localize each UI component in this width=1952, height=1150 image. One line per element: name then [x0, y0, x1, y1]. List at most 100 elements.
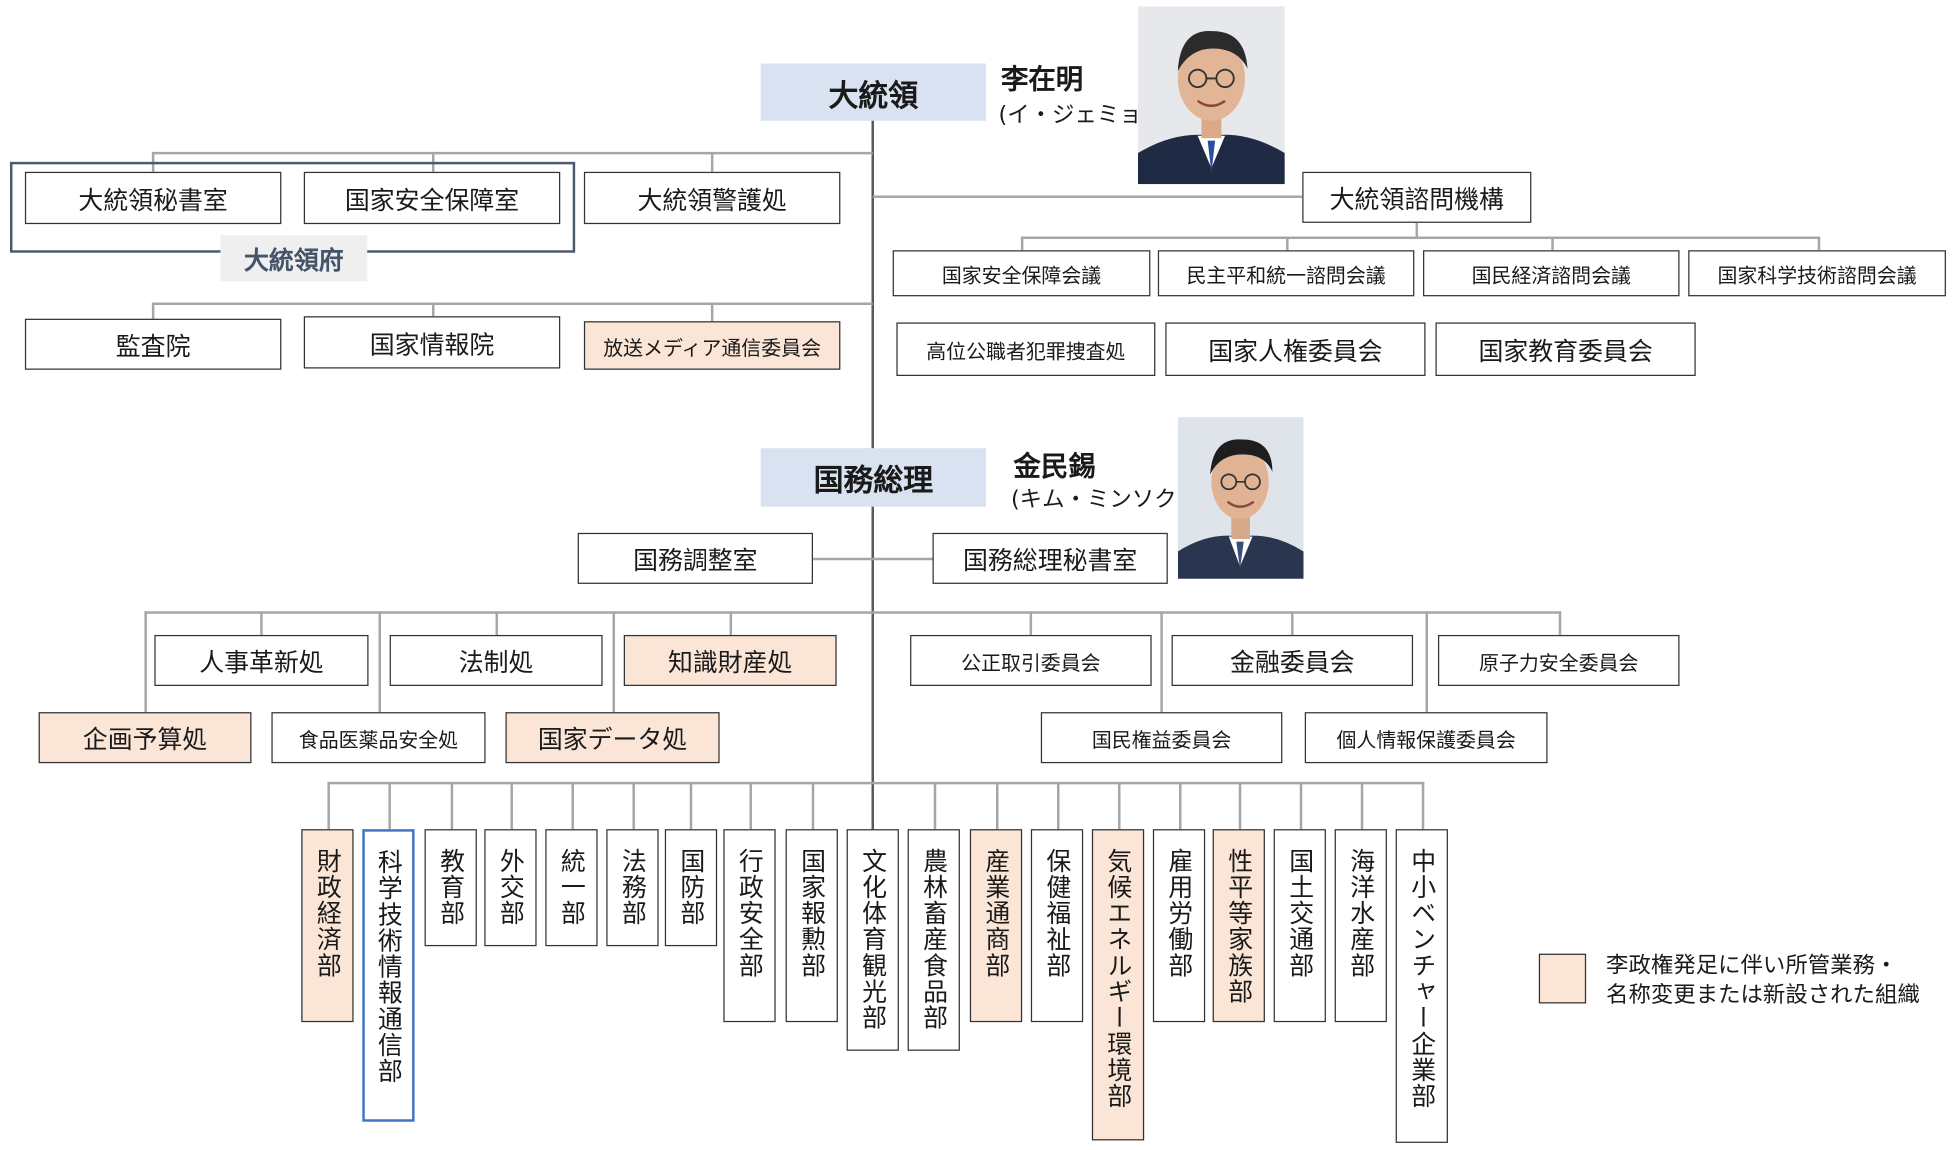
- dept-label: 外交部: [495, 847, 526, 927]
- dept-unification: 統一部: [545, 829, 598, 947]
- connector: [729, 611, 733, 635]
- dept-label: 統一部: [556, 847, 587, 927]
- connector: [710, 302, 714, 323]
- connector: [1299, 781, 1303, 830]
- ministry-planning-budget: 企画予算処: [38, 712, 252, 764]
- connector: [1020, 236, 1821, 240]
- connector: [689, 781, 693, 830]
- connector: [151, 302, 155, 320]
- council-science-technology: 国家科学技術諮問会議: [1688, 250, 1946, 297]
- connector: [495, 611, 498, 635]
- president-title: 大統領: [760, 63, 987, 121]
- advisory-bodies: 大統領諮問機構: [1302, 171, 1532, 223]
- connector: [144, 611, 147, 713]
- dept-label: 国家報勲部: [796, 847, 827, 979]
- connector: [1360, 781, 1364, 830]
- education-commission: 国家教育委員会: [1435, 322, 1696, 376]
- connector: [378, 611, 381, 713]
- national-security-office: 国家安全保障室: [303, 171, 561, 225]
- connector: [812, 557, 933, 561]
- dept-label: 保健福祉部: [1042, 847, 1072, 979]
- financial-services-commission: 金融委員会: [1171, 634, 1414, 686]
- connector: [510, 781, 513, 830]
- dept-foreign-affairs: 外交部: [484, 829, 537, 947]
- dept-employment-labor: 雇用労働部: [1152, 829, 1206, 1023]
- connector: [632, 781, 635, 830]
- connector: [432, 151, 435, 172]
- dept-education: 教育部: [424, 829, 477, 947]
- dept-smes-startups: 中小ベンチャー企業部: [1395, 829, 1448, 1143]
- connector: [1425, 611, 1429, 713]
- president-secretariat: 大統領秘書室: [24, 171, 282, 225]
- president-name: 李在明: [1000, 64, 1084, 96]
- connector: [612, 611, 616, 713]
- connector: [1160, 611, 1163, 713]
- office-government-policy-coordination: 国務調整室: [577, 532, 813, 584]
- dept-label: 産業通商部: [981, 847, 1011, 979]
- dept-oceans-fisheries: 海洋水産部: [1334, 829, 1387, 1023]
- council-economic: 国民経済諮問会議: [1423, 250, 1680, 297]
- corruption-investigation-office: 高位公職者犯罪捜査処: [896, 322, 1156, 376]
- council-unification: 民主平和統一諮問会議: [1157, 250, 1415, 297]
- connector: [327, 781, 1425, 785]
- connector: [1291, 611, 1294, 635]
- connector: [260, 611, 263, 635]
- connector: [1179, 781, 1182, 830]
- connector: [151, 302, 873, 306]
- connector: [1057, 781, 1060, 830]
- fair-trade-commission: 公正取引委員会: [910, 634, 1152, 686]
- connector: [450, 781, 454, 830]
- dept-label: 財政経済部: [312, 847, 343, 979]
- connector: [811, 781, 815, 830]
- ministry-national-data: 国家データ処: [505, 712, 720, 764]
- dept-label: 気候エネルギー環境部: [1103, 847, 1133, 1110]
- dept-science-ict: 科学技術情報通信部: [362, 829, 415, 1122]
- connector: [571, 781, 574, 830]
- president-office-label: 大統領府: [220, 235, 368, 282]
- dept-culture-sports-tourism: 文化体育観光部: [846, 829, 899, 1051]
- legend-swatch: [1538, 953, 1587, 1004]
- connector: [1118, 781, 1121, 830]
- human-rights-commission: 国家人権委員会: [1165, 322, 1426, 376]
- connector: [1029, 611, 1033, 635]
- ministry-intellectual-property: 知識財産処: [623, 634, 837, 686]
- dept-label: 文化体育観光部: [857, 847, 888, 1031]
- national-intelligence-service: 国家情報院: [303, 316, 561, 369]
- dept-label: 雇用労働部: [1164, 847, 1194, 979]
- board-of-audit: 監査院: [24, 318, 282, 370]
- connector: [933, 781, 937, 830]
- legend-line-2: 名称変更または新設された組織: [1606, 982, 1920, 1009]
- dept-patriots-veterans: 国家報勲部: [785, 829, 838, 1023]
- connector: [1415, 222, 1419, 238]
- connector: [1421, 781, 1425, 830]
- dept-climate-energy-environment: 気候エネルギー環境部: [1091, 829, 1145, 1141]
- dept-interior-safety: 行政安全部: [723, 829, 776, 1023]
- prime-minister-photo: [1177, 417, 1304, 579]
- dept-label: 国防部: [676, 847, 706, 927]
- connector: [1817, 236, 1821, 252]
- legend-line-1: 李政権発足に伴い所管業務・: [1606, 952, 1898, 979]
- connector: [1551, 236, 1554, 252]
- dept-label: 海洋水産部: [1345, 847, 1376, 979]
- dept-label: 法務部: [617, 847, 648, 927]
- council-national-security: 国家安全保障会議: [892, 250, 1151, 297]
- connector: [388, 781, 391, 830]
- connector: [872, 195, 1303, 198]
- connector: [1286, 236, 1289, 252]
- presidential-security-service: 大統領警護処: [583, 171, 841, 225]
- dept-agriculture-food: 農林畜産食品部: [907, 829, 960, 1051]
- dept-label: 国土交通部: [1284, 847, 1315, 979]
- broadcast-media-commission: 放送メディア通信委員会: [583, 321, 841, 370]
- dept-label: 性平等家族部: [1223, 847, 1254, 1005]
- dept-justice: 法務部: [606, 829, 659, 947]
- dept-label: 教育部: [435, 847, 466, 927]
- connector: [144, 611, 1562, 614]
- connector: [1558, 611, 1562, 635]
- dept-national-defense: 国防部: [664, 829, 718, 947]
- connector: [749, 781, 752, 830]
- dept-label: 行政安全部: [734, 847, 765, 979]
- connector: [710, 151, 714, 172]
- dept-gender-equality-family: 性平等家族部: [1212, 829, 1265, 1023]
- ministry-personnel-management: 人事革新処: [154, 634, 369, 686]
